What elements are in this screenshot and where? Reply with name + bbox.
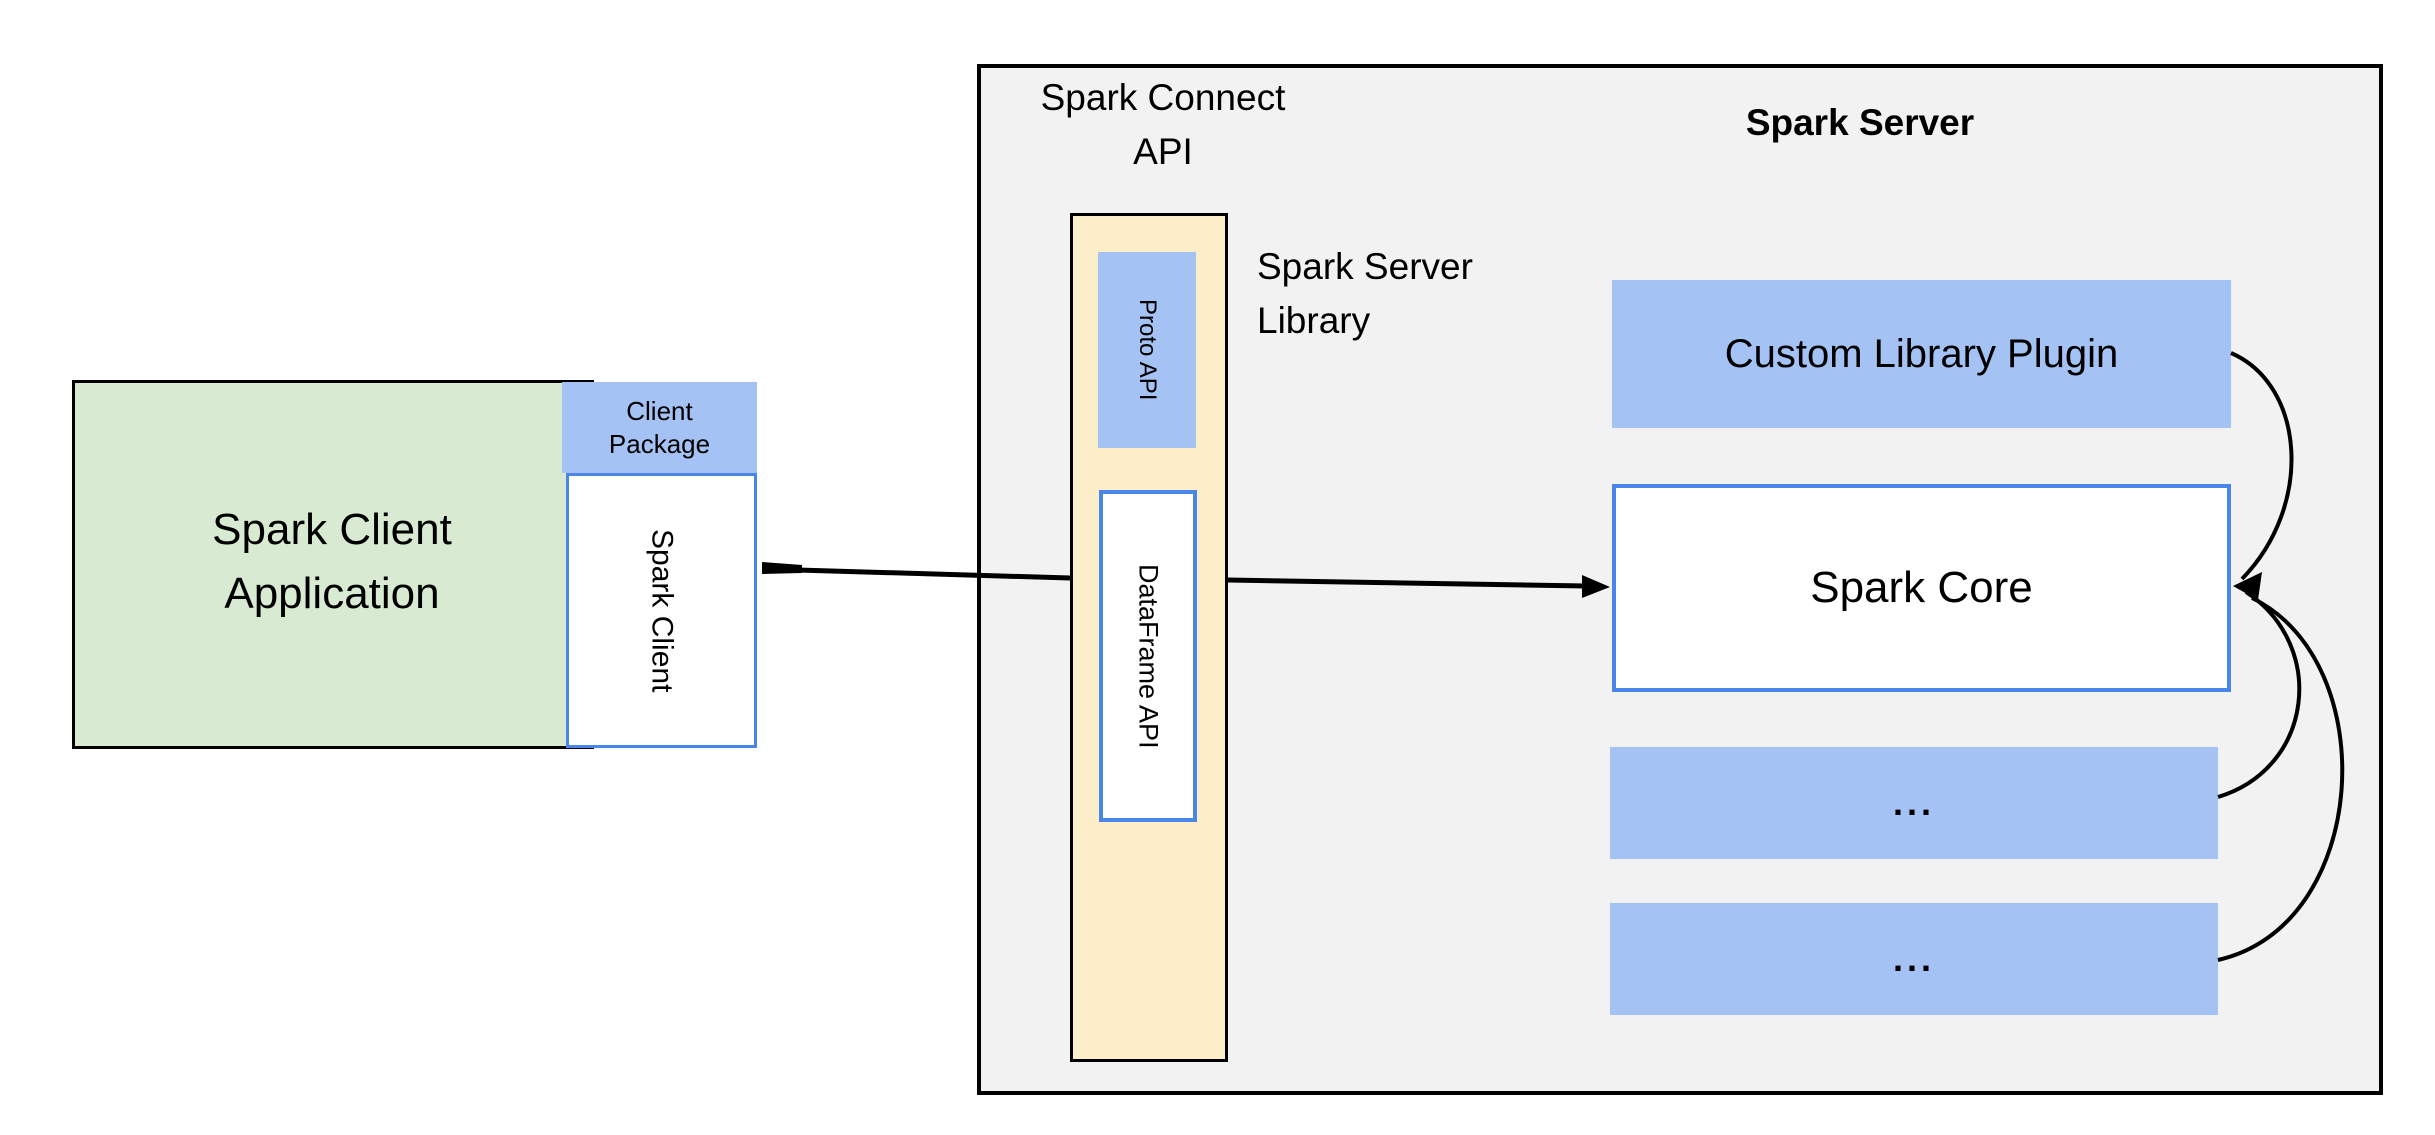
- client-package-label: Client Package: [608, 395, 711, 459]
- core-label: Spark Core: [1810, 563, 2033, 612]
- spark-client-label: Spark Client: [645, 528, 679, 693]
- plugin-label: Custom Library Plugin: [1724, 331, 2119, 376]
- ellipsis-label-2: ...: [1892, 938, 1935, 979]
- ellipsis-box-2: ...: [1610, 903, 2218, 1015]
- proto-api-label: Proto API: [1134, 299, 1161, 401]
- server-title: Spark Server: [1745, 102, 1975, 143]
- core-box: Spark Core: [1612, 484, 2231, 692]
- proto-api-box: Proto API: [1098, 252, 1196, 448]
- ellipsis-label-1: ...: [1892, 782, 1935, 823]
- client-app-label: Spark Client Application: [212, 505, 452, 618]
- connect-api-label: Spark Connect API: [1040, 77, 1286, 172]
- plugin-box: Custom Library Plugin: [1612, 280, 2231, 428]
- ellipsis-box-1: ...: [1610, 747, 2218, 859]
- dataframe-api-label: DataFrame API: [1133, 563, 1164, 749]
- spark-client-box: Spark Client: [566, 473, 757, 748]
- server-library-label: Spark Server Library: [1257, 246, 1473, 341]
- client-app-box: [72, 380, 594, 749]
- dataframe-api-box: DataFrame API: [1099, 490, 1197, 822]
- client-package-box: Client Package: [562, 382, 757, 473]
